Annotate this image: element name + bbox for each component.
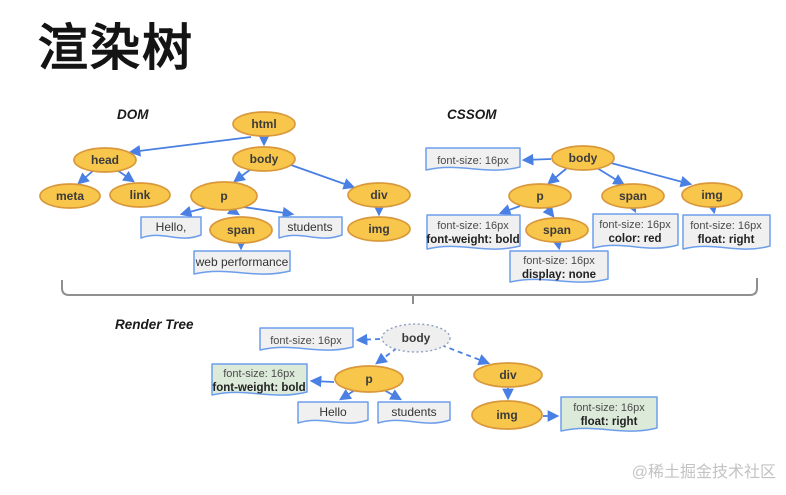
cssom-node-span-child-label: span <box>543 223 571 237</box>
dom-edge-body-div <box>290 164 356 190</box>
cssom-edge-body-span <box>596 167 625 186</box>
dom-node-body: body <box>232 146 296 172</box>
cssom-edge-spanchild-style <box>551 237 563 251</box>
cssom-style-span-line2: color: red <box>608 233 661 245</box>
rt-style-p-line1: font-size: 16px <box>223 368 295 380</box>
dom-textnode-hello-label: Hello, <box>156 220 187 234</box>
dom-node-span: span <box>209 216 273 244</box>
rt-edge-body-p <box>375 347 398 365</box>
dom-edge-html-head <box>128 136 252 157</box>
cssom-node-img-label: img <box>701 188 722 202</box>
cssom-edge-body-style <box>521 153 552 166</box>
dom-node-meta-label: meta <box>56 189 84 203</box>
dom-edge-head-link <box>116 169 135 183</box>
rt-node-body-label: body <box>402 331 431 345</box>
cssom-style-span: font-size: 16px color: red <box>592 213 679 249</box>
dom-textnode-students-label: students <box>287 220 332 234</box>
cssom-node-span: span <box>601 183 665 209</box>
cssom-style-img-line1: font-size: 16px <box>690 220 762 232</box>
rt-node-div: div <box>473 362 543 388</box>
dom-node-div-label: div <box>370 188 388 202</box>
cssom-node-body-label: body <box>569 151 598 165</box>
dom-node-span-label: span <box>227 223 255 237</box>
cssom-node-span-child: span <box>525 217 589 243</box>
cssom-node-img: img <box>681 182 743 208</box>
rt-style-p-line2: font-weight: bold <box>212 382 305 394</box>
rt-textnode-hello-label: Hello <box>319 405 347 419</box>
cssom-style-body-text: font-size: 16px <box>437 155 509 167</box>
dom-edge-p-hello <box>179 205 209 218</box>
rt-edge-body-style <box>355 333 381 346</box>
cssom-edge-body-img <box>610 162 693 188</box>
page-title: 渲染树 <box>38 20 194 76</box>
cssom-style-img: font-size: 16px float: right <box>682 214 771 250</box>
dom-node-head-label: head <box>91 153 119 167</box>
dom-textnode-students: students <box>278 216 343 239</box>
rt-textnode-hello: Hello <box>297 401 369 424</box>
cssom-style-body: font-size: 16px <box>425 147 521 171</box>
rt-node-img-label: img <box>496 408 517 422</box>
dom-node-meta: meta <box>39 183 101 209</box>
cssom-style-p-line1: font-size: 16px <box>437 220 509 232</box>
rt-style-img-line2: float: right <box>581 416 638 428</box>
cssom-style-span-child-line2: display: none <box>522 269 596 281</box>
rt-edge-p-style <box>309 375 335 388</box>
dom-node-body-label: body <box>250 152 279 166</box>
dom-node-div: div <box>347 182 411 208</box>
rt-node-div-label: div <box>499 368 517 382</box>
rt-node-body: body <box>381 323 451 353</box>
cssom-edge-span-style <box>625 200 637 214</box>
dom-tree: html head body meta link p <box>39 111 411 275</box>
rt-style-img: font-size: 16px float: right <box>560 396 658 432</box>
dom-node-html: html <box>232 111 296 137</box>
watermark: @稀土掘金技术社区 <box>631 464 776 481</box>
dom-edge-head-meta <box>77 169 95 185</box>
group-bracket <box>61 278 758 304</box>
dom-node-link: link <box>109 182 171 208</box>
cssom-style-span-line1: font-size: 16px <box>599 219 671 231</box>
cssom-tree: font-size: 16px body p span img span <box>425 145 771 283</box>
cssom-node-p: p <box>508 183 572 209</box>
rt-node-p: p <box>334 365 404 393</box>
cssom-style-p: font-size: 16px font-weight: bold <box>426 214 521 250</box>
rt-textnode-students: students <box>377 401 451 424</box>
dom-node-img-label: img <box>368 222 389 236</box>
rt-node-p-label: p <box>365 372 372 386</box>
rt-style-body: font-size: 16px <box>259 327 354 351</box>
dom-textnode-hello: Hello, <box>140 216 202 239</box>
cssom-section-label: CSSOM <box>447 107 497 122</box>
rt-edge-p-students <box>383 389 403 401</box>
rt-style-img-line1: font-size: 16px <box>573 402 645 414</box>
dom-edge-body-p <box>233 168 252 183</box>
rt-node-img: img <box>471 400 543 430</box>
dom-edge-p-students <box>242 206 295 219</box>
dom-node-img: img <box>347 216 411 242</box>
rt-textnode-students-label: students <box>391 405 436 419</box>
cssom-style-span-child-line1: font-size: 16px <box>523 255 595 267</box>
cssom-style-img-line2: float: right <box>698 234 755 246</box>
cssom-edge-p-style <box>498 204 521 216</box>
dom-textnode-web-performance-label: web performance <box>195 255 289 269</box>
cssom-edge-body-p <box>547 167 568 185</box>
cssom-node-span-label: span <box>619 189 647 203</box>
dom-node-p-label: p <box>220 189 227 203</box>
dom-node-head: head <box>73 147 137 173</box>
rt-edge-p-hello <box>339 389 356 401</box>
dom-section-label: DOM <box>117 107 149 122</box>
render-tree: font-size: 16px body font-size: 16px fon… <box>211 323 658 432</box>
cssom-style-p-line2: font-weight: bold <box>426 234 519 246</box>
dom-node-html-label: html <box>251 117 276 131</box>
rt-style-body-text: font-size: 16px <box>270 335 342 347</box>
rt-style-p: font-size: 16px font-weight: bold <box>211 363 308 396</box>
cssom-node-p-label: p <box>536 189 543 203</box>
dom-textnode-web-performance: web performance <box>193 250 291 275</box>
dom-node-p: p <box>190 181 258 211</box>
dom-node-link-label: link <box>130 188 151 202</box>
cssom-style-span-child: font-size: 16px display: none <box>509 250 609 283</box>
render-tree-section-label: Render Tree <box>115 317 194 332</box>
rt-edge-body-div <box>440 344 491 366</box>
cssom-node-body: body <box>551 145 615 171</box>
